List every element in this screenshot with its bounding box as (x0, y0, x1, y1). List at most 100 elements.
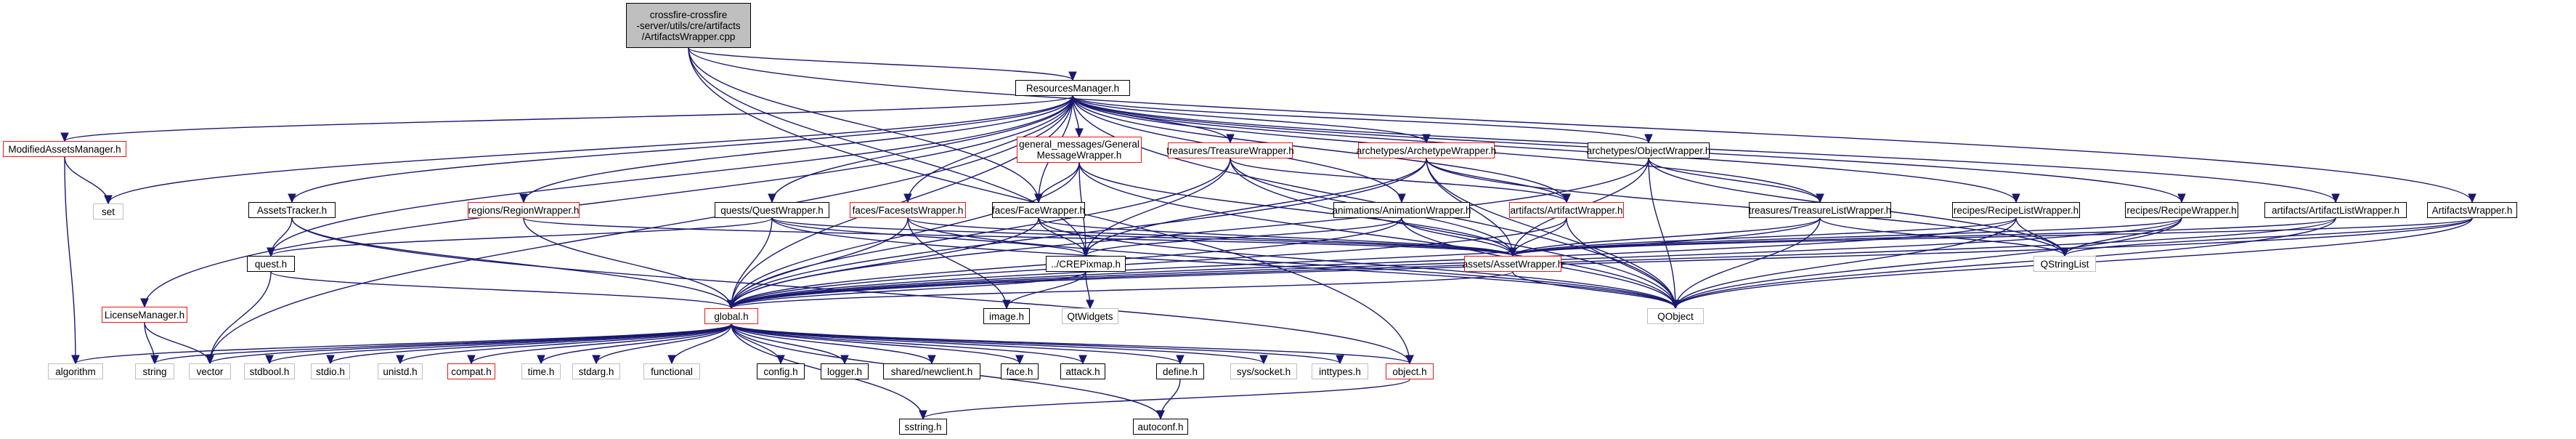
node-vector[interactable]: vector (189, 363, 231, 379)
edge-recipelistwrapper-to-qobject (1675, 217, 2017, 308)
node-licensemgr[interactable]: LicenseManager.h (102, 307, 187, 323)
node-autoconf[interactable]: autoconf.h (1133, 419, 1188, 435)
node-define[interactable]: define.h (1156, 363, 1204, 379)
node-imageh[interactable]: image.h (983, 308, 1030, 324)
node-root[interactable]: crossfire-crossfire -server/utils/cre/ar… (626, 3, 751, 48)
node-string[interactable]: string (135, 363, 174, 379)
edge-assetwrapper-to-global (731, 271, 1513, 308)
edge-recipelistwrapper-to-assetwrapper (1513, 217, 2017, 256)
node-questwrapper[interactable]: quests/QuestWrapper.h (715, 202, 829, 218)
node-resmgr[interactable]: ResourcesManager.h (1015, 80, 1130, 96)
node-assetwrapper[interactable]: assets/AssetWrapper.h (1462, 256, 1564, 272)
node-label: set (101, 206, 115, 217)
edge-archwrapper-to-qobject (1426, 158, 1675, 308)
edge-layer (65, 47, 2473, 419)
node-treasurewrapper[interactable]: treasures/TreasureWrapper.h (1166, 142, 1294, 158)
edge-global-to-unistd (400, 323, 732, 363)
node-qstringlist[interactable]: QStringList (2033, 256, 2096, 272)
edge-global-to-faceh (731, 323, 1020, 363)
node-label: time.h (527, 366, 555, 377)
node-inttypes[interactable]: inttypes.h (1312, 363, 1368, 379)
node-label: image.h (988, 310, 1025, 322)
node-label: treasures/TreasureListWrapper.h (1748, 204, 1892, 216)
node-sstring[interactable]: sstring.h (899, 419, 947, 435)
edge-global-to-inttypes (731, 323, 1340, 363)
node-label: ModifiedAssetsManager.h (8, 143, 121, 155)
node-crepixmap[interactable]: ../CREPixmap.h (1046, 256, 1126, 272)
edge-resmgr-to-objwrapper (1072, 95, 1649, 142)
edge-questwrapper-to-qobject (771, 217, 1675, 308)
edge-global-to-stdio (330, 323, 732, 363)
node-qobject[interactable]: QObject (1647, 308, 1704, 324)
edge-root-to-artsw (688, 47, 2472, 202)
node-animwrapper[interactable]: animations/AnimationWrapper.h (1332, 202, 1471, 218)
node-label: QtWidgets (1067, 310, 1113, 322)
node-recipelistwrapper[interactable]: recipes/RecipeListWrapper.h (1952, 202, 2080, 218)
node-label: assets/AssetWrapper.h (1462, 258, 1564, 270)
node-config[interactable]: config.h (757, 363, 805, 379)
edge-global-to-timeh (541, 323, 732, 363)
edge-crepixmap-to-global (731, 271, 1086, 308)
node-archwrapper[interactable]: archetypes/ArchetypeWrapper.h (1356, 142, 1497, 158)
node-label: define.h (1162, 366, 1198, 377)
edge-treasurewrapper-to-crepixmap (1086, 158, 1231, 256)
node-objecth[interactable]: object.h (1386, 363, 1434, 379)
node-algorithm[interactable]: algorithm (48, 363, 103, 379)
node-facesetswrapper[interactable]: faces/FacesetsWrapper.h (850, 202, 966, 218)
node-label: quests/QuestWrapper.h (720, 204, 824, 216)
node-compat[interactable]: compat.h (447, 363, 495, 379)
edge-facesetswrapper-to-imageh (907, 217, 1007, 308)
node-artsw[interactable]: ArtifactsWrapper.h (2427, 202, 2517, 218)
node-label: QObject (1657, 310, 1694, 322)
edge-assetwrapper-to-qobject (1512, 271, 1675, 308)
node-quest[interactable]: quest.h (247, 256, 295, 272)
node-genmsgwrapper[interactable]: general_messages/General MessageWrapper.… (1017, 137, 1142, 163)
edge-assetstracker-to-global (291, 217, 731, 308)
node-regionwrapper[interactable]: regions/RegionWrapper.h (468, 202, 580, 218)
node-treasurelistwrapper[interactable]: treasures/TreasureListWrapper.h (1749, 202, 1891, 218)
node-artwrapper[interactable]: artifacts/ArtifactWrapper.h (1509, 202, 1624, 218)
node-label: sstring.h (904, 421, 942, 432)
edge-resmgr-to-vector (210, 95, 1073, 363)
edge-artsw-to-assetwrapper (1513, 217, 2473, 256)
node-timeh[interactable]: time.h (521, 363, 561, 379)
node-set[interactable]: set (93, 204, 123, 220)
node-label: shared/newclient.h (890, 366, 973, 377)
node-functional[interactable]: functional (643, 363, 700, 379)
node-sharednewclient[interactable]: shared/newclient.h (883, 363, 980, 379)
edge-resmgr-to-licensemgr (145, 95, 1073, 307)
node-stdbool[interactable]: stdbool.h (244, 363, 295, 379)
node-objwrapper[interactable]: archetypes/ObjectWrapper.h (1587, 142, 1710, 158)
node-unistd[interactable]: unistd.h (378, 363, 423, 379)
node-recipewrapper[interactable]: recipes/RecipeWrapper.h (2125, 202, 2238, 218)
edge-resmgr-to-assetstracker (292, 95, 1073, 202)
edge-resmgr-to-regionwrapper (524, 95, 1073, 202)
edge-artlistwrapper-to-qobject (1675, 217, 2336, 308)
edge-resmgr-to-recipelistwrapper (1072, 95, 2016, 202)
node-label: stdio.h (316, 366, 345, 377)
node-label: ../CREPixmap.h (1050, 258, 1121, 270)
node-stdio[interactable]: stdio.h (311, 363, 350, 379)
edge-questwrapper-to-crepixmap (771, 217, 1086, 256)
node-label: archetypes/ArchetypeWrapper.h (1356, 145, 1497, 156)
node-stdarg[interactable]: stdarg.h (572, 363, 620, 379)
node-global[interactable]: global.h (704, 308, 758, 324)
edge-treasurewrapper-to-global (731, 158, 1231, 308)
edge-licensemgr-to-string (144, 322, 155, 363)
node-label: vector (196, 366, 224, 377)
node-attack[interactable]: attack.h (1060, 363, 1105, 379)
node-label: crossfire-crossfire -server/utils/cre/ar… (636, 9, 741, 42)
node-modassets[interactable]: ModifiedAssetsManager.h (3, 141, 126, 157)
node-assetstracker[interactable]: AssetsTracker.h (248, 202, 336, 218)
node-syssocket[interactable]: sys/socket.h (1230, 363, 1297, 379)
node-artlistwrapper[interactable]: artifacts/ArtifactListWrapper.h (2264, 202, 2407, 218)
node-faceh[interactable]: face.h (1001, 363, 1039, 379)
node-logger[interactable]: logger.h (821, 363, 869, 379)
node-qtwidgets[interactable]: QtWidgets (1062, 308, 1118, 324)
node-facewrapper[interactable]: faces/FaceWrapper.h (992, 202, 1085, 218)
node-label: unistd.h (383, 366, 418, 377)
node-label: ResourcesManager.h (1025, 82, 1120, 94)
edge-resmgr-to-set (108, 95, 1073, 204)
edge-crepixmap-to-imageh (1007, 271, 1086, 308)
